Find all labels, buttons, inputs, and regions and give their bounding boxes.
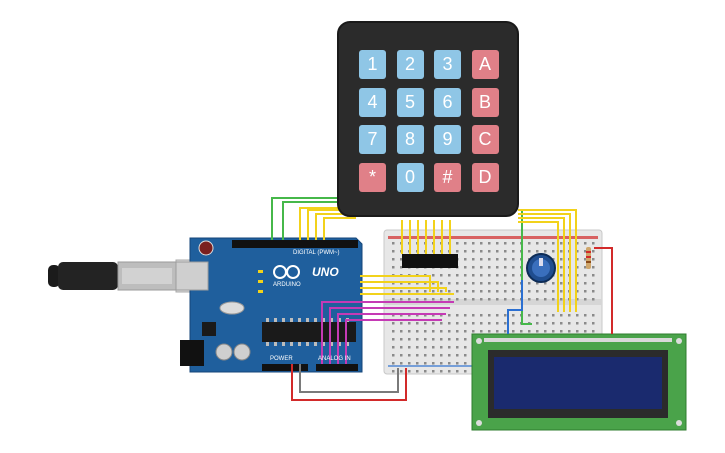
keypad-key-1[interactable]: 1 [359, 50, 386, 79]
knob-indicator [539, 258, 543, 266]
power-jack[interactable] [180, 340, 204, 366]
usb-chip [202, 322, 216, 336]
keypad-key-b[interactable]: B [471, 87, 499, 117]
keypad-key-3[interactable]: 3 [434, 50, 461, 79]
keypad-key-9[interactable]: 9 [434, 125, 461, 154]
keypad-key-d[interactable]: D [471, 162, 499, 192]
keypad-key-5[interactable]: 5 [396, 87, 424, 117]
keypad-key-c[interactable]: C [471, 125, 499, 154]
wires [271, 197, 613, 401]
keypad-key-0[interactable]: 0 [396, 162, 424, 192]
keypad-key-7[interactable]: 7 [359, 125, 386, 154]
keypad-key-hash[interactable]: # [434, 162, 461, 192]
keypad-key-star[interactable]: * [359, 162, 386, 192]
keypad-connector [402, 254, 458, 268]
usb-socket [175, 261, 209, 291]
lcd-screen [494, 357, 662, 409]
crystal-oscillator [219, 301, 245, 315]
capacitor-icon [233, 343, 251, 361]
arduino-logo-icon [273, 265, 300, 279]
keypad-key-6[interactable]: 6 [434, 87, 461, 117]
reset-button[interactable] [198, 240, 214, 256]
analog-header[interactable] [316, 364, 358, 371]
arduino-uno-board[interactable] [175, 237, 363, 373]
atmega-chip [262, 322, 356, 342]
resistor[interactable] [586, 247, 591, 269]
power-header[interactable] [262, 364, 308, 371]
keypad-key-4[interactable]: 4 [359, 87, 386, 117]
keypad-key-2[interactable]: 2 [396, 50, 424, 79]
keypad-key-8[interactable]: 8 [396, 125, 424, 154]
lcd-16x2[interactable] [471, 333, 687, 431]
keypad-key-a[interactable]: A [471, 50, 499, 79]
capacitor-icon [215, 343, 233, 361]
potentiometer[interactable] [526, 253, 556, 283]
digital-header[interactable] [232, 240, 358, 248]
